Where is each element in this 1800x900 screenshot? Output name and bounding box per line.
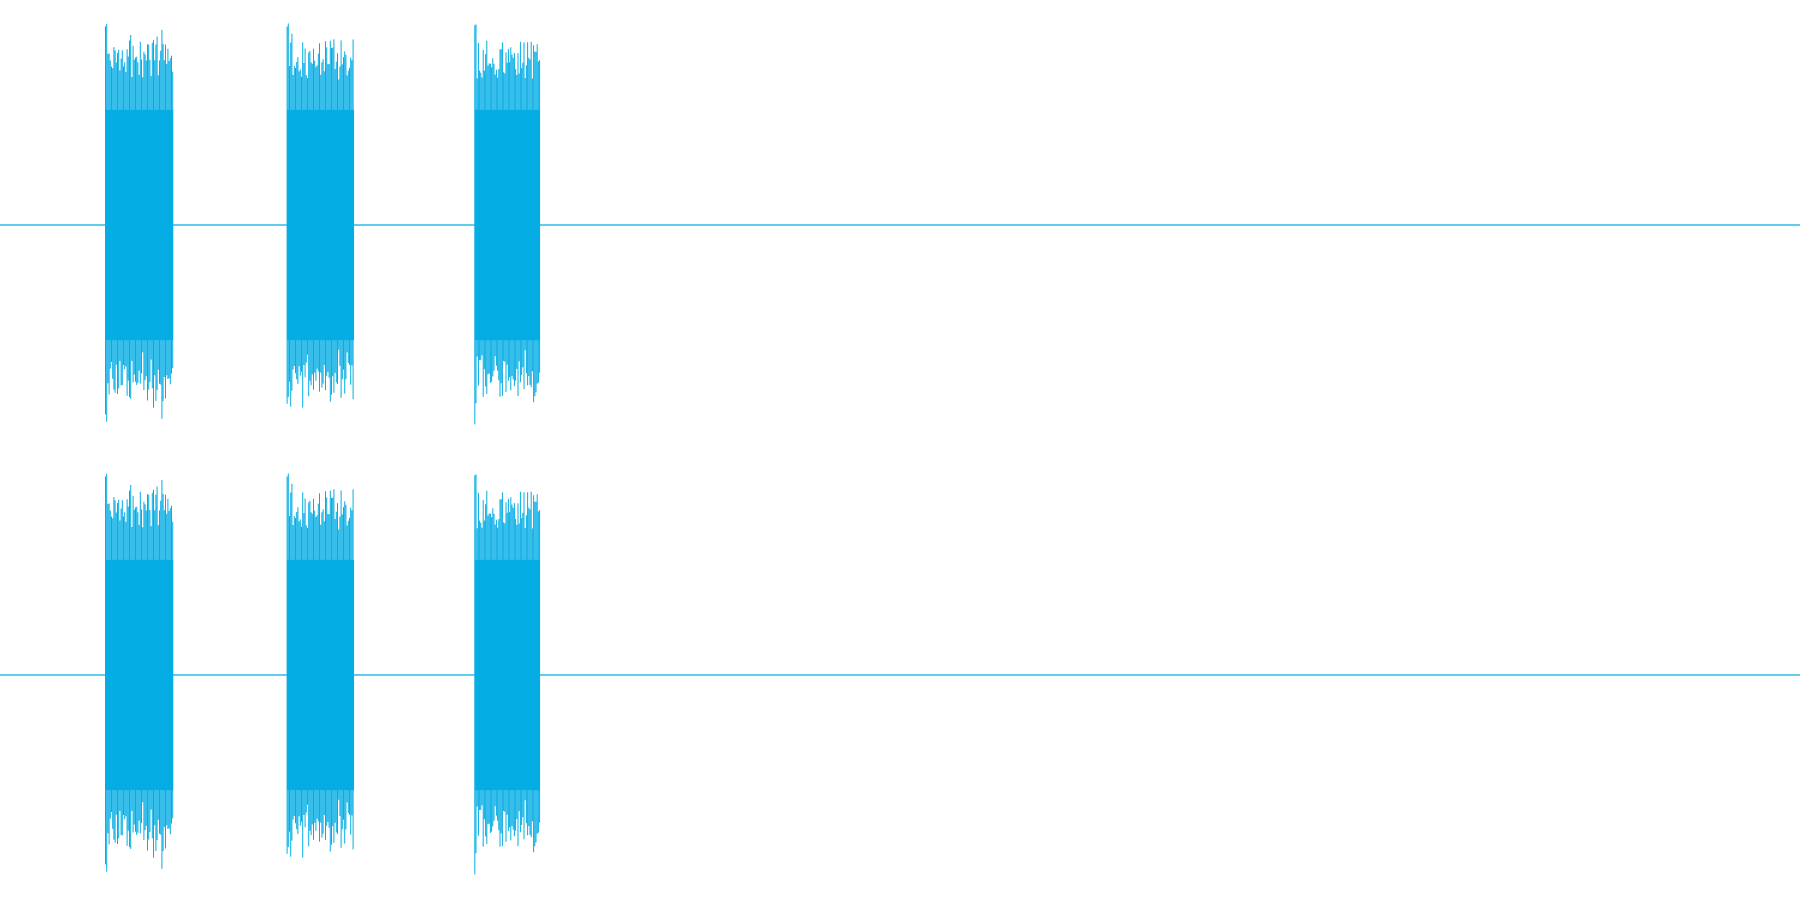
audio-burst (105, 23, 174, 422)
channel-2-track (0, 473, 1800, 875)
burst-peaks (286, 473, 354, 858)
audio-burst (286, 473, 355, 858)
burst-peaks (105, 23, 174, 422)
audio-burst (105, 473, 174, 872)
channel-1-track (0, 23, 1800, 425)
burst-peaks (286, 23, 354, 408)
audio-burst (474, 474, 541, 875)
audio-burst (286, 23, 355, 408)
burst-peaks (474, 24, 541, 425)
burst-peaks (474, 474, 541, 875)
audio-burst (474, 24, 541, 425)
burst-peaks (105, 473, 174, 872)
